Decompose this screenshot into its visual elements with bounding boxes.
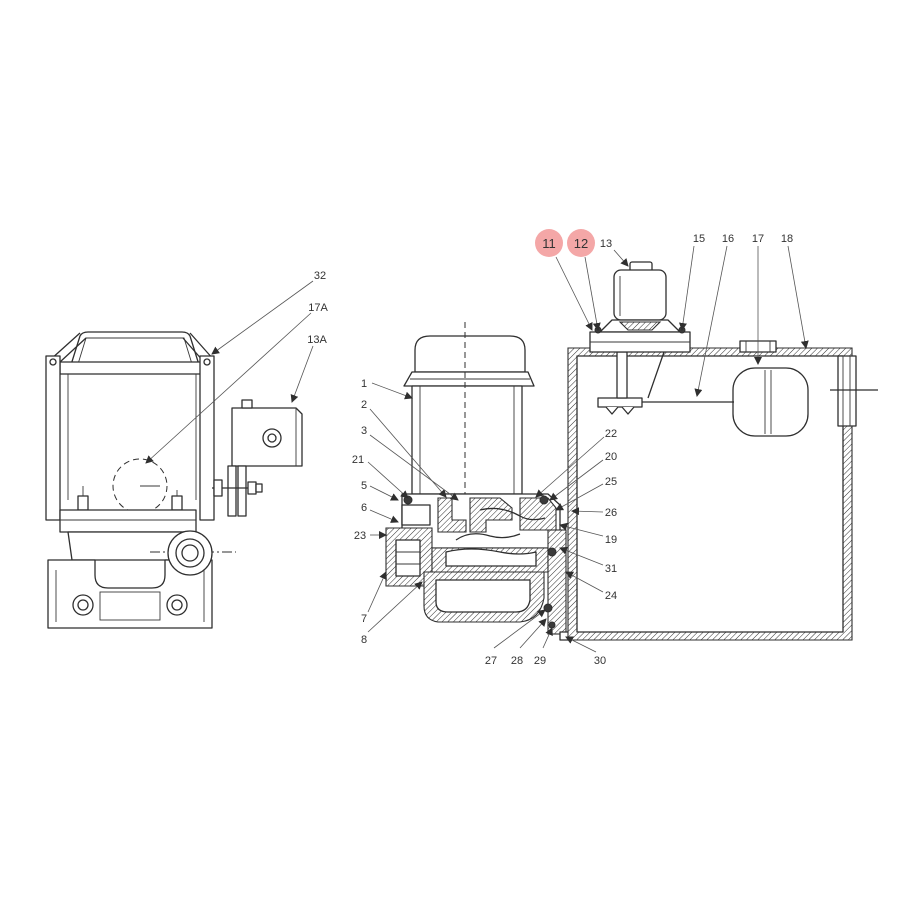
- outlet-port: [167, 530, 213, 576]
- callout-8: 8: [361, 634, 367, 646]
- leader-lines: [145, 245, 809, 653]
- right-post: [199, 355, 215, 521]
- callout-13: 13: [600, 238, 612, 250]
- callout-23: 23: [354, 530, 366, 542]
- float: [732, 367, 809, 437]
- callout-21: 21: [352, 454, 364, 466]
- callout-2: 2: [361, 399, 367, 411]
- callout-30: 30: [594, 655, 606, 667]
- callout-1: 1: [361, 378, 367, 390]
- callout-6: 6: [361, 502, 367, 514]
- switch-13a: [212, 399, 303, 517]
- pump-plate: [59, 509, 197, 533]
- callout-17: 17: [752, 233, 764, 245]
- callout-31: 31: [605, 563, 617, 575]
- callout-28: 28: [511, 655, 523, 667]
- callout-26: 26: [605, 507, 617, 519]
- pump-housing: [385, 493, 571, 641]
- callouts-left: 32 17A 13A: [307, 270, 328, 346]
- callout-19: 19: [605, 534, 617, 546]
- callout-3: 3: [361, 425, 367, 437]
- callout-11: 11: [542, 236, 556, 251]
- motor-cap: [414, 335, 526, 373]
- callout-27: 27: [485, 655, 497, 667]
- callout-22: 22: [605, 428, 617, 440]
- callouts-right: 11 12 13 15 16 17 18 1 2 3 21 5 6 23 7 8…: [352, 229, 793, 667]
- callout-25: 25: [605, 476, 617, 488]
- tank-connector: [547, 529, 567, 635]
- motor-body: [411, 385, 523, 495]
- callout-16: 16: [722, 233, 734, 245]
- highlight-11: [535, 229, 563, 257]
- callout-12: 12: [574, 236, 588, 251]
- switch-13: [589, 261, 691, 353]
- front-view: [45, 331, 303, 629]
- callout-20: 20: [605, 451, 617, 463]
- switch-stem: [616, 351, 628, 399]
- motor-guard: [49, 331, 215, 375]
- tank: [567, 340, 878, 641]
- callout-29: 29: [534, 655, 546, 667]
- callout-18: 18: [781, 233, 793, 245]
- callout-17a: 17A: [308, 302, 328, 314]
- port-left: [72, 594, 94, 616]
- callout-5: 5: [361, 480, 367, 492]
- motor: [403, 335, 535, 495]
- pump-base: [47, 559, 213, 629]
- callout-13a: 13A: [307, 334, 327, 346]
- highlight-12: [567, 229, 595, 257]
- left-post: [45, 355, 61, 521]
- callout-24: 24: [605, 590, 617, 602]
- tank-fitting: [837, 355, 857, 427]
- callout-32: 32: [314, 270, 326, 282]
- section-view: [385, 261, 878, 641]
- port-right: [166, 594, 188, 616]
- callout-7: 7: [361, 613, 367, 625]
- callout-15: 15: [693, 233, 705, 245]
